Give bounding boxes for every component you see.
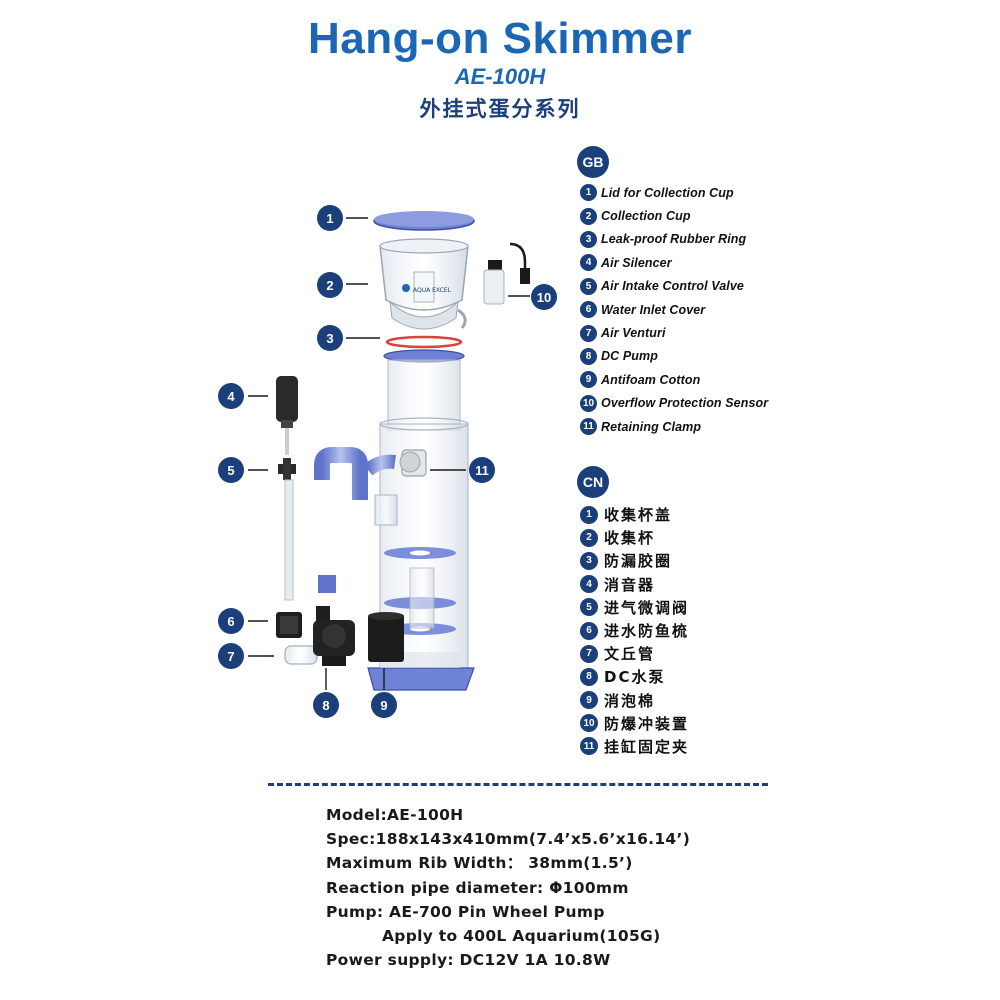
svg-text:1: 1 <box>326 211 333 226</box>
svg-text:8: 8 <box>322 698 329 713</box>
spec-pump: Pump: AE-700 Pin Wheel Pump <box>326 902 605 921</box>
part-air-silencer <box>276 376 298 455</box>
part-lid <box>373 211 475 231</box>
part-air-venturi <box>284 645 318 665</box>
part-overflow-sensor <box>483 242 530 305</box>
spec-aquarium-size: Apply to 400L Aquarium(105G) <box>382 927 661 946</box>
svg-text:10: 10 <box>537 290 551 305</box>
part-retaining-clamp <box>399 449 427 477</box>
chinese-subtitle: 外挂式蛋分系列 <box>419 97 581 121</box>
callout-7: 7 <box>218 643 244 669</box>
spec-list: Model:AE-100H Spec:188x143x410mm(7.4’x5.… <box>326 803 690 972</box>
cn-section-badge: CN <box>577 466 609 498</box>
gb-section-badge: GB <box>577 146 609 178</box>
callout-4: 4 <box>218 383 244 409</box>
svg-text:11: 11 <box>475 463 489 478</box>
svg-text:5: 5 <box>227 463 234 478</box>
callout-6: 6 <box>218 608 244 634</box>
leader-lines <box>248 217 530 690</box>
svg-text:2: 2 <box>326 278 333 293</box>
callout-11: 11 <box>469 457 495 483</box>
spec-power-supply: Power supply: DC12V 1A 10.8W <box>326 951 611 970</box>
part-inlet-cover <box>276 612 302 638</box>
spec-pipe-diameter: Reaction pipe diameter: Φ100mm <box>326 878 629 897</box>
spec-dimensions: Spec:188x143x410mm(7.4’x5.6’x16.14’) <box>326 830 691 849</box>
callout-8: 8 <box>313 692 339 718</box>
spec-rib-width: Maximum Rib Width： 38mm(1.5’) <box>326 854 633 873</box>
part-rubber-ring <box>385 335 463 349</box>
spec-model: Model:AE-100H <box>326 806 464 824</box>
dashed-divider <box>268 783 768 786</box>
callout-9: 9 <box>371 692 397 718</box>
part-inlet-pipes <box>314 447 398 593</box>
svg-text:9: 9 <box>380 698 387 713</box>
callout-5: 5 <box>218 457 244 483</box>
page-title: Hang-on Skimmer <box>307 14 692 63</box>
model-subtitle: AE-100H <box>454 64 546 89</box>
svg-text:4: 4 <box>227 389 235 404</box>
callout-badges: 1 2 3 4 5 6 7 8 9 10 11 <box>218 205 557 718</box>
part-dc-pump <box>313 606 355 666</box>
svg-text:3: 3 <box>326 331 333 346</box>
part-collection-cup: AQUA EXCEL <box>379 238 469 330</box>
part-antifoam-cotton <box>368 612 404 662</box>
svg-text:6: 6 <box>227 614 234 629</box>
callout-10: 10 <box>531 284 557 310</box>
svg-text:7: 7 <box>227 649 234 664</box>
callout-3: 3 <box>317 325 343 351</box>
cup-brand-label: AQUA EXCEL <box>413 287 452 294</box>
callout-2: 2 <box>317 272 343 298</box>
part-air-valve <box>278 458 296 601</box>
callout-1: 1 <box>317 205 343 231</box>
